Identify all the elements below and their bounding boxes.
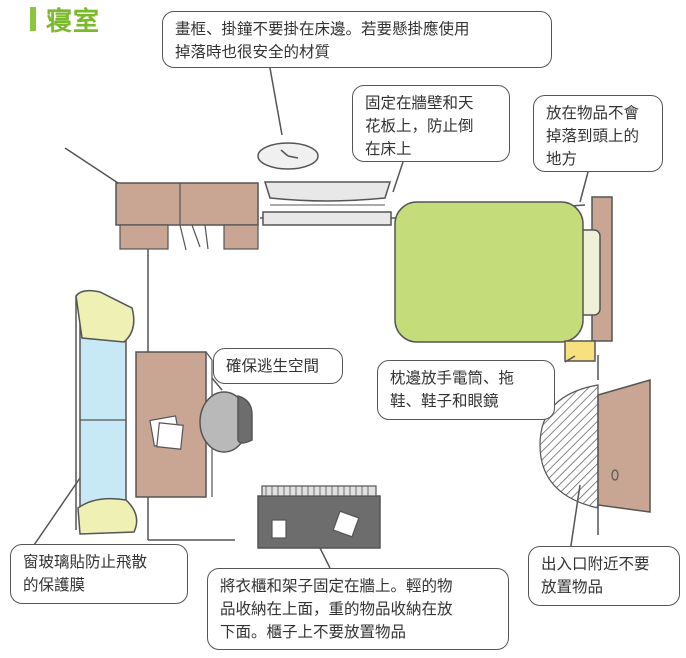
curtain-top <box>75 289 135 343</box>
wall-clock <box>257 142 319 170</box>
curtain-bottom <box>77 497 138 535</box>
ceiling-light <box>262 181 392 226</box>
desk <box>135 351 213 498</box>
papers <box>149 415 184 450</box>
door <box>597 379 651 513</box>
low-shelf <box>257 485 381 549</box>
window <box>75 296 127 530</box>
flashlight <box>564 340 596 362</box>
door-swing-area <box>539 384 599 509</box>
title-accent-bar <box>30 7 36 31</box>
callout-entrance-clear: 出入口附近不要 放置物品 <box>528 546 680 606</box>
callout-window-film: 窗玻璃貼防止飛散 的保護膜 <box>10 544 188 604</box>
callout-escape-space: 確保逃生空間 <box>213 348 343 384</box>
title-text: 寝室 <box>46 6 101 37</box>
page-title: 寝室 <box>30 4 100 37</box>
leader-lines <box>31 67 589 569</box>
chair <box>199 391 253 453</box>
callout-fix-light: 固定在牆壁和天 花板上，防止倒 在床上 <box>352 85 510 162</box>
wall-cabinet <box>115 182 259 251</box>
callout-frames-clock: 畫框、掛鐘不要掛在床邊。若要懸掛應使用 掉落時也很安全的材質 <box>162 11 552 68</box>
callout-bed-top: 放在物品不會 掉落到頭上的 地方 <box>533 95 663 172</box>
callout-fix-furniture: 將衣櫃和架子固定在牆上。輕的物 品收納在上面，重的物品收納在放 下面。櫃子上不要… <box>207 568 509 650</box>
bed <box>394 196 613 343</box>
callout-pillow-items: 枕邊放手電筒、拖 鞋、鞋子和眼鏡 <box>377 360 555 420</box>
